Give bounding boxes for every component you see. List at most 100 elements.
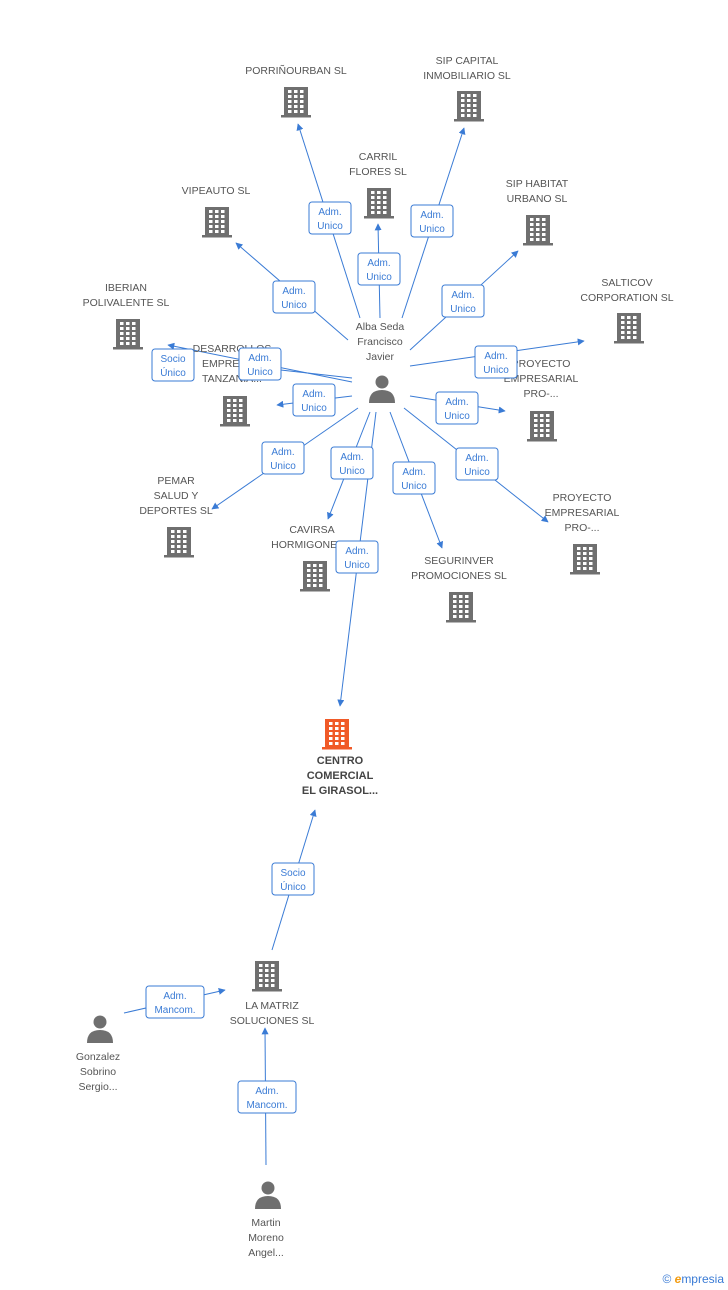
edge-label-box — [392, 461, 436, 495]
edge-label-10[interactable]: Adm. Unico — [261, 441, 305, 475]
edge-label-2[interactable]: Adm. Unico — [357, 252, 401, 286]
building-icon — [281, 87, 311, 118]
edge-label-4[interactable]: Adm.Unico — [441, 284, 485, 318]
node-label-line: PRO-... — [523, 388, 558, 400]
edge-label-box — [455, 447, 499, 481]
edge-label-text: Adm. — [271, 447, 294, 458]
person-icon — [369, 375, 395, 403]
edge-label-box — [238, 347, 282, 381]
edge-label-text: Adm. — [402, 467, 425, 478]
node-label-line: SALTICOV — [601, 277, 652, 289]
edge-label-text: Unico — [270, 461, 296, 472]
node-proyecto1[interactable]: PROYECTOEMPRESARIALPRO-... — [504, 358, 579, 442]
edge-label-text: Adm. — [484, 351, 507, 362]
edge-label-text: Unico — [366, 272, 392, 283]
building-icon — [523, 215, 553, 246]
building-icon — [164, 527, 194, 558]
node-label-line: SALUD Y — [154, 490, 199, 502]
edge-label-text: Adm. — [302, 389, 325, 400]
node-gonzalez[interactable]: GonzalezSobrinoSergio... — [76, 1015, 120, 1094]
node-label-line: PEMAR — [157, 475, 195, 487]
edge-label-text: Unico — [301, 403, 327, 414]
edge-label-text: Adm. — [367, 258, 390, 269]
edge-label-11[interactable]: Adm.Unico — [330, 446, 374, 480]
node-proyecto2[interactable]: PROYECTOEMPRESARIALPRO-... — [545, 492, 620, 575]
node-carril[interactable]: CARRIL FLORES SL — [349, 151, 407, 219]
brand-logo-letter: e — [674, 1272, 682, 1286]
edge-labels-layer: Adm.UnicoAdm.UnicoAdm.UnicoAdm.UnicoAdm.… — [145, 201, 518, 1114]
edge-label-text: Adm. — [465, 453, 488, 464]
node-label-line: PROYECTO — [553, 492, 612, 504]
node-label-line: EL GIRASOL... — [302, 785, 378, 797]
edge-label-box — [292, 383, 336, 417]
edge-label-box — [272, 280, 316, 314]
edge-label-0[interactable]: Adm. Unico — [308, 201, 352, 235]
building-icon — [322, 719, 352, 750]
edge-label-text: Adm. — [282, 286, 305, 297]
edge-label-text: Adm. — [255, 1086, 278, 1097]
node-label-line: SIP HABITAT — [506, 178, 569, 190]
node-label-line: CARRIL — [359, 151, 398, 163]
edge-label-text: Mancom. — [154, 1005, 195, 1016]
node-label-line: PROMOCIONES SL — [411, 570, 507, 582]
building-icon — [113, 319, 143, 350]
edge-label-9[interactable]: Adm.Unico — [435, 391, 479, 425]
brand-name: mpresia — [681, 1272, 724, 1286]
edge-label-8[interactable]: Adm. Unico — [292, 383, 336, 417]
edge-label-12[interactable]: Adm.Unico — [392, 461, 436, 495]
edge-label-box — [271, 862, 315, 896]
node-martin[interactable]: MartinMorenoAngel... — [248, 1181, 284, 1260]
person-icon — [87, 1015, 113, 1043]
node-label-line: VIPEAUTO SL — [182, 185, 251, 197]
edge-label-7[interactable]: Adm.Unico — [238, 347, 282, 381]
edge-label-text: Unico — [344, 560, 370, 571]
node-label-line: URBANO SL — [507, 193, 568, 205]
edge-label-text: Unico — [317, 221, 343, 232]
edge-label-box — [330, 446, 374, 480]
node-label-line: FLORES SL — [349, 166, 407, 178]
edge-label-box — [145, 985, 205, 1019]
edge-label-box — [410, 204, 454, 238]
node-cavirsa[interactable]: CAVIRSAHORMIGONES... — [271, 524, 353, 592]
edge-label-13[interactable]: Adm.Unico — [455, 447, 499, 481]
node-label-line: SEGURINVER — [424, 555, 494, 567]
node-label-line: IBERIAN — [105, 282, 147, 294]
edge-label-text: Adm. — [163, 991, 186, 1002]
edge-label-16[interactable]: Adm. Mancom. — [145, 985, 205, 1019]
edge-label-text: Adm. — [318, 207, 341, 218]
edge-label-17[interactable]: Adm.Mancom. — [237, 1080, 297, 1114]
building-icon — [202, 207, 232, 238]
building-icon — [220, 396, 250, 427]
building-icon — [454, 91, 484, 122]
edge-label-text: Unico — [483, 365, 509, 376]
node-sipcapital[interactable]: SIP CAPITAL INMOBILIARIO SL — [423, 55, 511, 122]
edge-label-6[interactable]: Adm. Unico — [474, 345, 518, 379]
node-siphabitat[interactable]: SIP HABITAT URBANO SL — [506, 178, 569, 246]
building-icon — [527, 411, 557, 442]
node-label-line: SIP CAPITAL — [436, 55, 499, 67]
node-porrinourban[interactable]: PORRIÑOURBAN SL — [245, 64, 347, 118]
edge-label-1[interactable]: Adm.Unico — [410, 204, 454, 238]
building-icon — [570, 544, 600, 575]
node-segurinver[interactable]: SEGURINVER PROMOCIONES SL — [411, 555, 507, 623]
edge-label-3[interactable]: Adm.Unico — [272, 280, 316, 314]
node-label-line: Angel... — [248, 1247, 284, 1259]
brand-watermark[interactable]: © empresia — [662, 1272, 724, 1286]
edge-label-text: Socio — [160, 354, 185, 365]
node-label-line: SOLUCIONES SL — [230, 1015, 315, 1027]
edge-label-text: Adm. — [420, 210, 443, 221]
node-vipeauto[interactable]: VIPEAUTO SL — [182, 185, 251, 238]
node-label-line: PORRIÑOURBAN SL — [245, 64, 347, 77]
node-label-line: INMOBILIARIO SL — [423, 70, 511, 82]
edge-label-14[interactable]: Adm.Unico — [335, 540, 379, 574]
building-icon — [614, 313, 644, 344]
